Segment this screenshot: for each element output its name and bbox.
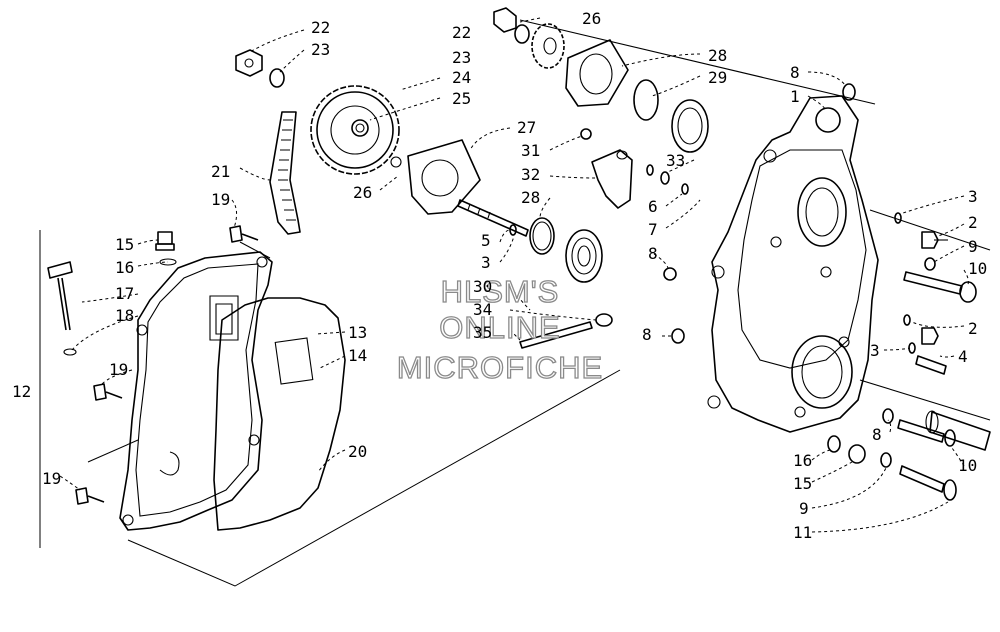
callout-16: 16 [793, 451, 812, 470]
callout-22: 22 [452, 23, 471, 42]
callout-9: 9 [968, 237, 978, 256]
callout-31: 31 [521, 141, 540, 160]
bearing-plate-left [390, 139, 481, 215]
callout-2: 2 [968, 319, 978, 338]
callout-10: 10 [968, 259, 987, 278]
callout-20: 20 [348, 442, 367, 461]
callout-13: 13 [348, 323, 367, 342]
nut-washer-left [235, 49, 285, 88]
callout-30: 30 [473, 277, 492, 296]
callout-3: 3 [481, 253, 491, 272]
callout-19: 19 [42, 469, 61, 488]
callout-32: 32 [521, 165, 540, 184]
callout-26: 26 [582, 9, 601, 28]
callout-28: 28 [521, 188, 540, 207]
small-parts-31-33 [580, 128, 689, 195]
washer-3 [509, 224, 517, 236]
callout-11: 11 [793, 523, 812, 542]
callout-18: 18 [115, 306, 134, 325]
callout-33: 33 [666, 151, 685, 170]
watermark: HLSM'S ONLINE MICROFICHE [396, 273, 603, 385]
callout-24: 24 [452, 68, 471, 87]
callout-15: 15 [793, 474, 812, 493]
bearing-30 [565, 229, 603, 283]
callout-22: 22 [311, 18, 330, 37]
callout-27: 27 [517, 118, 536, 137]
callout-7: 7 [648, 220, 658, 239]
watermark-line-1: HLSM'S [441, 274, 560, 309]
callout-8: 8 [872, 425, 882, 444]
upper-sprocket [310, 85, 400, 175]
callout-8: 8 [642, 325, 652, 344]
drain-plug [155, 231, 177, 266]
callout-1: 1 [790, 87, 800, 106]
callout-19: 19 [109, 360, 128, 379]
callout-5: 5 [481, 231, 491, 250]
callout-9: 9 [799, 499, 809, 518]
callout-12: 12 [12, 382, 31, 401]
callout-25: 25 [452, 89, 471, 108]
shaft-axis-lines [519, 19, 991, 451]
callout-3: 3 [870, 341, 880, 360]
callout-8: 8 [790, 63, 800, 82]
tensioner-bolt [457, 199, 529, 237]
o-ring-top [633, 79, 659, 121]
callout-34: 34 [473, 300, 492, 319]
cover-gasket [213, 297, 346, 531]
right-hardware [827, 83, 977, 501]
callout-23: 23 [311, 40, 330, 59]
callout-8: 8 [648, 244, 658, 263]
callout-15: 15 [115, 235, 134, 254]
callout-21: 21 [211, 162, 230, 181]
dipstick [47, 261, 77, 356]
callout-6: 6 [648, 197, 658, 216]
watermark-line-2: ONLINE [439, 310, 560, 345]
nuts-washers-8 [663, 267, 685, 344]
small-sprocket [493, 7, 565, 69]
o-ring-lower [529, 217, 555, 255]
bracket-32 [591, 149, 633, 209]
callout-3: 3 [968, 187, 978, 206]
callout-4: 4 [958, 347, 968, 366]
callout-16: 16 [115, 258, 134, 277]
callout-35: 35 [473, 323, 492, 342]
callout-19: 19 [211, 190, 230, 209]
bearing-29 [671, 99, 709, 153]
callout-10: 10 [958, 456, 977, 475]
bearing-plate-top [565, 39, 629, 107]
drive-chain [269, 111, 301, 235]
callout-17: 17 [115, 284, 134, 303]
callout-2: 2 [968, 213, 978, 232]
callout-14: 14 [348, 346, 367, 365]
callout-23: 23 [452, 48, 471, 67]
chaincase-cover [119, 251, 273, 531]
leader-lines [59, 17, 969, 587]
callout-labels: 22 23 22 23 24 25 26 26 27 28 29 31 32 2… [12, 9, 987, 542]
callout-26: 26 [353, 183, 372, 202]
cover-screws [75, 225, 259, 505]
gearcase-housing [707, 95, 879, 433]
callout-29: 29 [708, 68, 727, 87]
callout-28: 28 [708, 46, 727, 65]
watermark-line-3: MICROFICHE [397, 350, 603, 385]
